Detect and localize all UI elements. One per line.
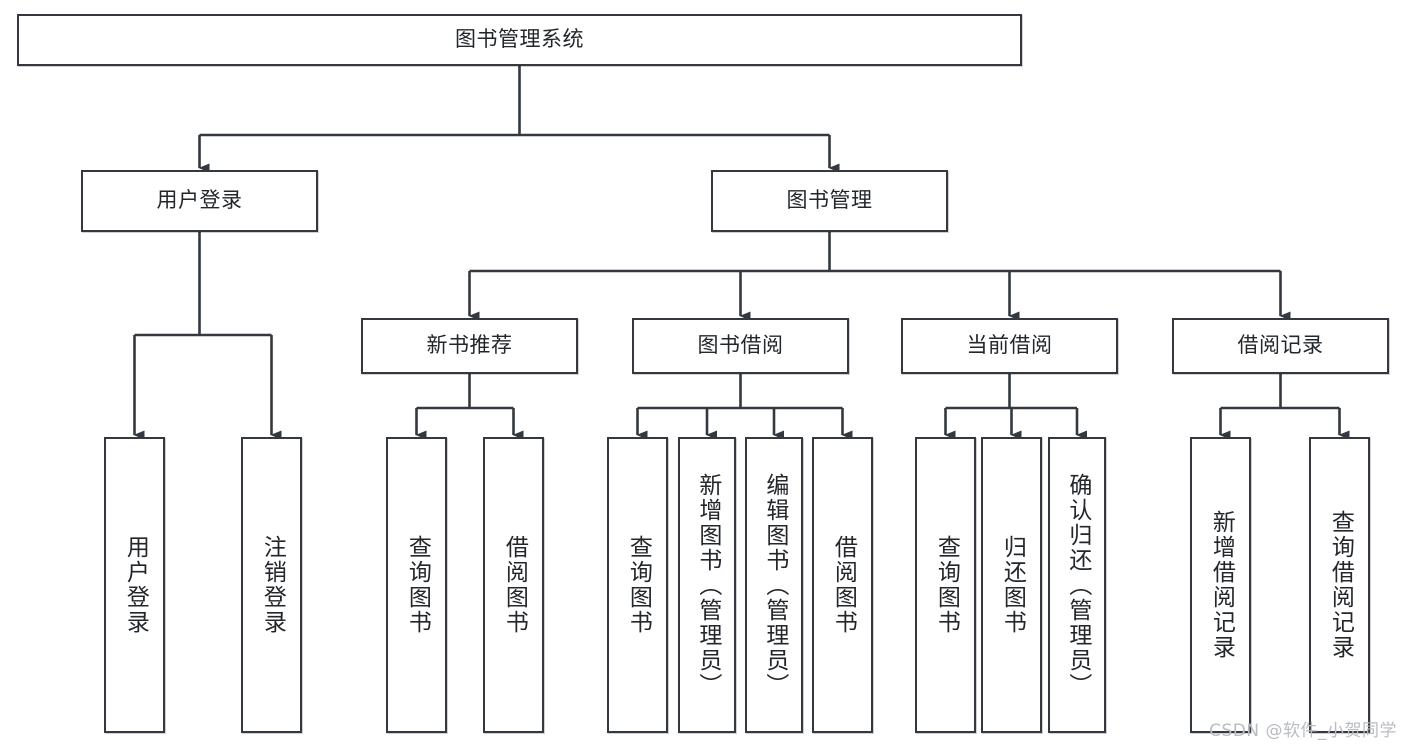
node-login[interactable]: 用户登录 — [81, 170, 318, 232]
node-leaf-login-2[interactable]: 注销登录 — [241, 437, 302, 733]
node-label: 借阅图书 — [501, 535, 528, 635]
watermark-text: CSDN @软件_小贺同学 — [1209, 721, 1397, 741]
node-label: 图书管理系统 — [455, 27, 584, 52]
node-leaf-new-1[interactable]: 查询图书 — [386, 437, 447, 733]
node-label: 用户登录 — [122, 535, 149, 635]
node-bookmgmt[interactable]: 图书管理 — [711, 170, 948, 232]
node-newbook[interactable]: 新书推荐 — [361, 318, 578, 374]
node-leaf-cur-2[interactable]: 归还图书 — [981, 437, 1042, 733]
node-leaf-rec-2[interactable]: 查询借阅记录 — [1309, 437, 1370, 733]
node-leaf-borrow-4[interactable]: 借阅图书 — [812, 437, 873, 733]
node-label: 用户登录 — [156, 188, 243, 213]
node-root[interactable]: 图书管理系统 — [17, 14, 1022, 66]
node-leaf-cur-3[interactable]: 确认归还（管理员） — [1048, 437, 1106, 733]
node-leaf-rec-1[interactable]: 新增借阅记录 — [1190, 437, 1251, 733]
node-label: 查询图书 — [404, 535, 431, 635]
node-leaf-borrow-1[interactable]: 查询图书 — [607, 437, 668, 733]
node-label: 借阅图书 — [830, 535, 857, 635]
node-label: 查询图书 — [933, 535, 960, 635]
node-label: 查询图书 — [625, 535, 652, 635]
node-leaf-new-2[interactable]: 借阅图书 — [483, 437, 544, 733]
node-record[interactable]: 借阅记录 — [1172, 318, 1389, 374]
node-leaf-borrow-3[interactable]: 编辑图书（管理员） — [745, 437, 803, 733]
node-label: 当前借阅 — [966, 333, 1053, 358]
node-current[interactable]: 当前借阅 — [901, 318, 1118, 374]
node-label: 注销登录 — [259, 535, 286, 635]
node-label: 新增图书（管理员） — [694, 472, 721, 698]
node-label: 编辑图书（管理员） — [761, 472, 788, 698]
node-leaf-cur-1[interactable]: 查询图书 — [915, 437, 976, 733]
node-label: 新书推荐 — [426, 333, 513, 358]
node-label: 图书借阅 — [697, 333, 784, 358]
node-borrow[interactable]: 图书借阅 — [632, 318, 849, 374]
node-label: 新增借阅记录 — [1208, 510, 1235, 660]
node-leaf-borrow-2[interactable]: 新增图书（管理员） — [678, 437, 736, 733]
node-label: 确认归还（管理员） — [1064, 472, 1091, 698]
node-label: 归还图书 — [999, 535, 1026, 635]
node-label: 查询借阅记录 — [1327, 510, 1354, 660]
node-leaf-login-1[interactable]: 用户登录 — [104, 437, 165, 733]
node-label: 借阅记录 — [1237, 333, 1324, 358]
node-label: 图书管理 — [786, 188, 873, 213]
